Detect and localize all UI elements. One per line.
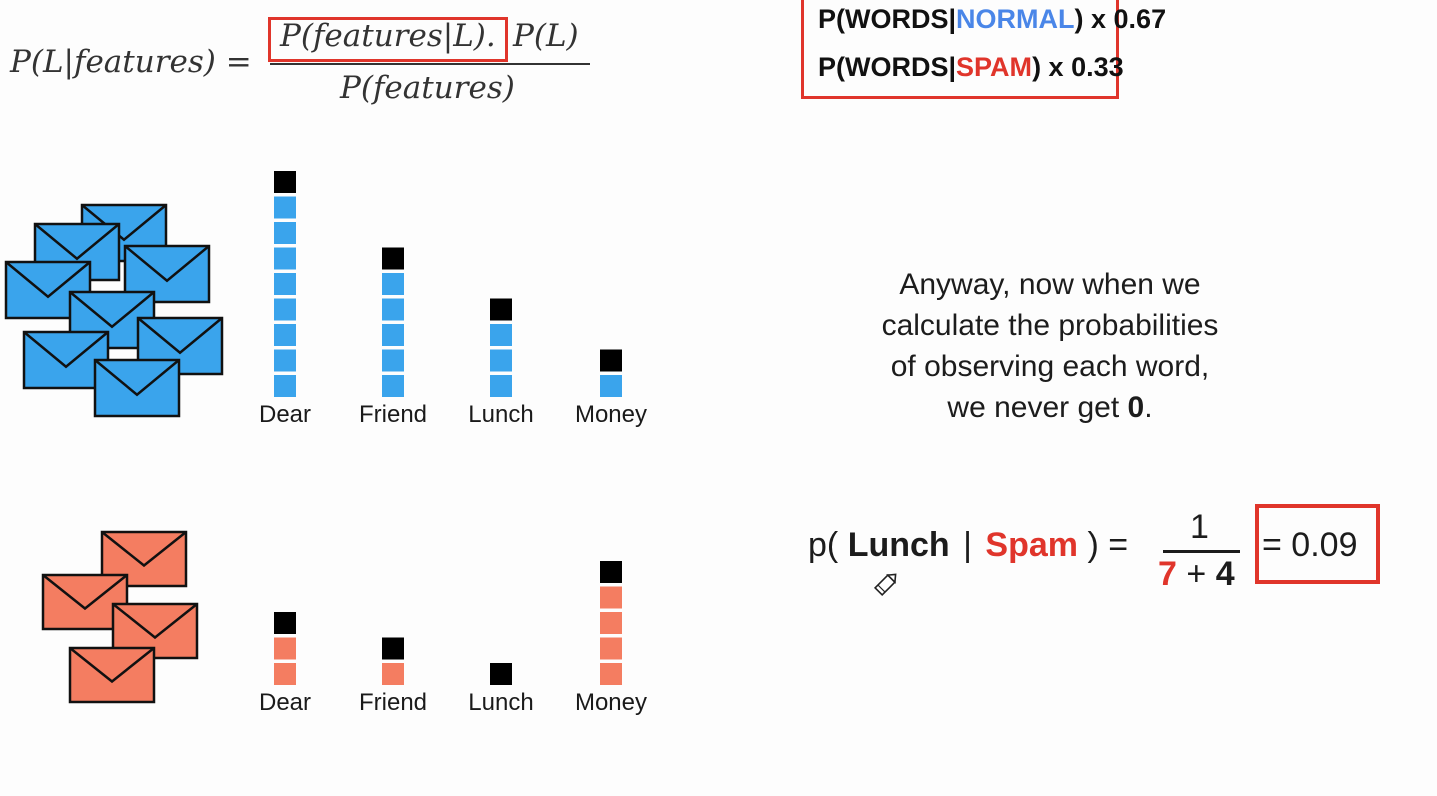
bar-segment-friend xyxy=(382,349,404,372)
bar-segment-friend xyxy=(382,273,404,295)
bar-segment-dear xyxy=(274,637,296,660)
normal-messages-pile xyxy=(4,203,224,418)
pseudocount-segment-lunch xyxy=(490,663,512,685)
tick-label-money: Money xyxy=(574,401,648,428)
eq-fraction-bar xyxy=(1163,550,1240,553)
spam-word-histogram xyxy=(274,561,622,685)
formula-fraction-bar xyxy=(270,63,590,65)
bar-segment-lunch xyxy=(490,349,512,372)
bar-segment-lunch xyxy=(490,324,512,346)
eq-word: Lunch xyxy=(847,526,950,564)
bar-segment-dear xyxy=(274,298,296,321)
formula-denominator: P(features) xyxy=(340,70,515,106)
bar-segment-dear xyxy=(274,222,296,244)
pseudocount-segment-dear xyxy=(274,612,296,634)
bar-segment-dear xyxy=(274,663,296,685)
formula-numerator-boxed: P(features|L). xyxy=(280,18,496,54)
bar-segment-money xyxy=(600,612,622,634)
likelihood-highlight-box xyxy=(268,17,508,62)
bar-segment-friend xyxy=(382,298,404,321)
formula-lhs: P(L|features) = xyxy=(10,44,252,80)
bar-segment-friend xyxy=(382,375,404,397)
prior-normal-line: P(WORDS|NORMAL) x 0.67 xyxy=(818,4,1167,34)
bar-segment-friend xyxy=(382,324,404,346)
prior-spam-line: P(WORDS|SPAM) x 0.33 xyxy=(818,52,1124,82)
envelope-icon xyxy=(93,358,181,418)
pseudocount-segment-money xyxy=(600,349,622,372)
eq-close: ) = xyxy=(1087,526,1129,564)
eq-class: Spam xyxy=(985,526,1079,564)
class-spam-label: SPAM xyxy=(956,52,1033,82)
pseudocount-segment-lunch xyxy=(490,298,512,321)
bar-segment-dear xyxy=(274,273,296,295)
tick-label-money: Money xyxy=(574,689,648,716)
bar-segment-dear xyxy=(274,375,296,397)
eq-result: = 0.09 xyxy=(1262,526,1358,564)
normal-word-histogram xyxy=(274,171,622,397)
bar-segment-money xyxy=(600,586,622,609)
narration-line-2: calculate the probabilities xyxy=(881,309,1219,342)
bar-segment-dear xyxy=(274,196,296,219)
eq-prefix: p( xyxy=(808,526,839,564)
lunch-given-spam-equation: p( Lunch | Spam ) = xyxy=(808,526,1128,565)
bar-segment-money xyxy=(600,663,622,685)
tick-label-lunch: Lunch xyxy=(468,689,534,716)
eq-denominator: 7 + 4 xyxy=(1158,555,1235,593)
narration-line-4: we never get 0. xyxy=(947,391,1153,424)
narration-line-1: Anyway, now when we xyxy=(899,268,1201,301)
pseudocount-segment-friend xyxy=(382,637,404,660)
result-highlight-box xyxy=(1255,504,1380,584)
bar-segment-money xyxy=(600,375,622,397)
spam-messages-pile xyxy=(41,530,199,704)
eq-numerator: 1 xyxy=(1190,508,1209,546)
envelope-icon xyxy=(68,646,156,704)
tick-label-dear: Dear xyxy=(258,401,312,428)
bar-segment-money xyxy=(600,637,622,660)
pseudocount-segment-friend xyxy=(382,247,404,270)
class-normal-label: NORMAL xyxy=(956,4,1075,34)
zero-emphasis: 0 xyxy=(1127,391,1145,424)
pencil-cursor-icon xyxy=(873,573,897,597)
tick-label-lunch: Lunch xyxy=(468,401,534,428)
tick-label-friend: Friend xyxy=(358,689,428,716)
pseudocount-segment-money xyxy=(600,561,622,583)
bar-segment-dear xyxy=(274,324,296,346)
bayes-formula: P(L|features) = P(features|L). P(L) P(fe… xyxy=(0,0,600,120)
eq-separator: | xyxy=(963,526,972,564)
bar-segment-dear xyxy=(274,349,296,372)
formula-numerator-prior: P(L) xyxy=(513,18,579,54)
pseudocount-segment-dear xyxy=(274,171,296,193)
narration-text: Anyway, now when we calculate the probab… xyxy=(820,264,1280,428)
narration-line-3: of observing each word, xyxy=(890,350,1210,383)
bar-segment-friend xyxy=(382,663,404,685)
tick-label-friend: Friend xyxy=(358,401,428,428)
bar-segment-dear xyxy=(274,247,296,270)
priors-highlight-box xyxy=(801,0,1119,99)
tick-label-dear: Dear xyxy=(258,689,312,716)
bar-segment-lunch xyxy=(490,375,512,397)
